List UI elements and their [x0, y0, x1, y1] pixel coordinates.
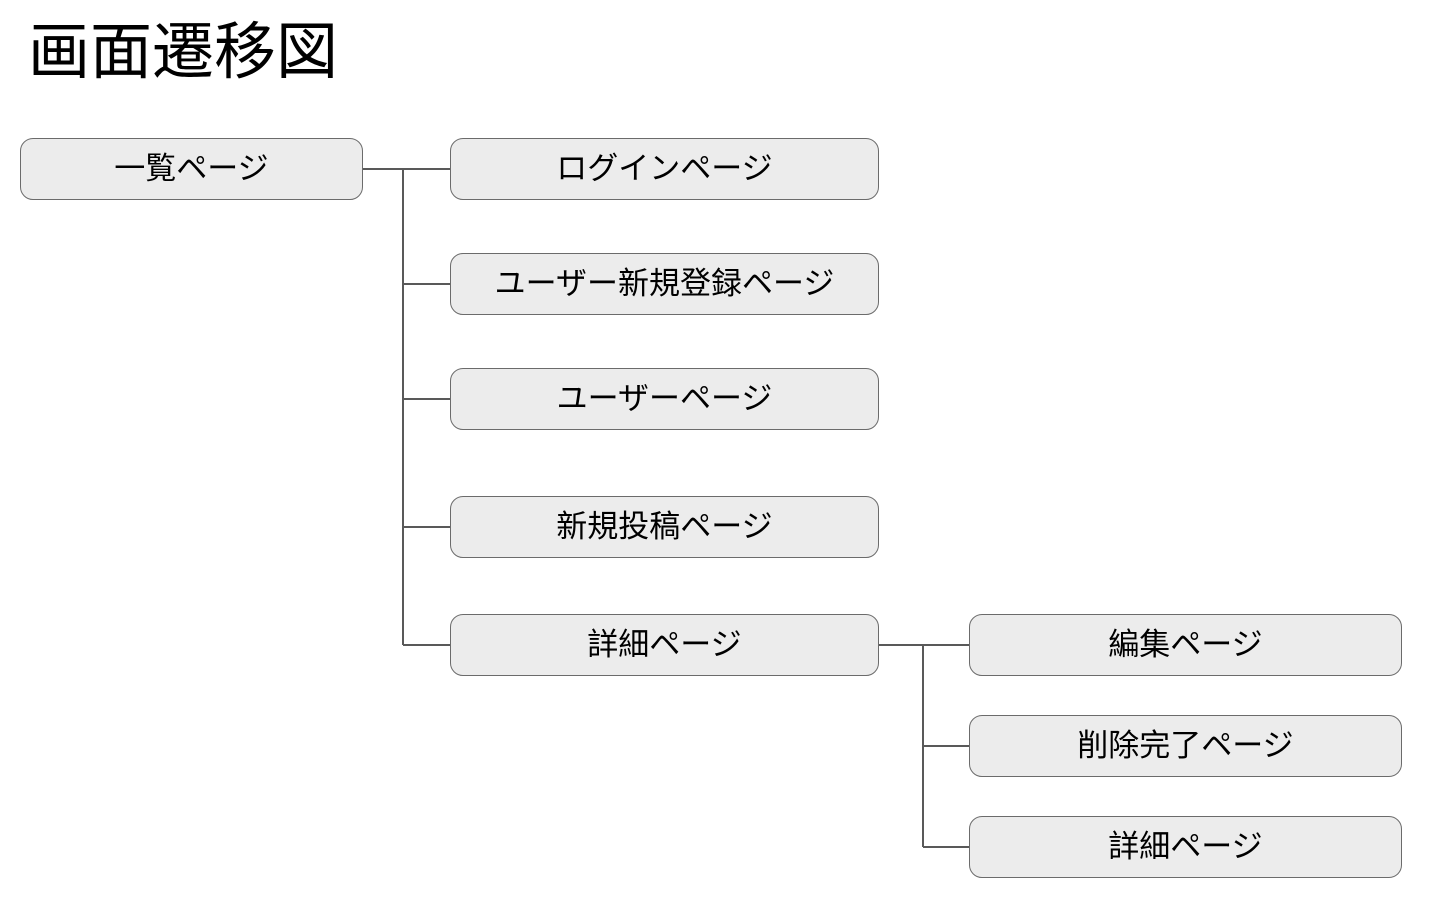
- node-delete-complete-page[interactable]: 削除完了ページ: [969, 715, 1402, 777]
- node-label: 詳細ページ: [1108, 828, 1263, 865]
- node-label: ログインページ: [556, 150, 773, 187]
- node-user-page[interactable]: ユーザーページ: [450, 368, 879, 430]
- node-login-page[interactable]: ログインページ: [450, 138, 879, 200]
- node-label: 新規投稿ページ: [556, 508, 773, 545]
- node-detail-page[interactable]: 詳細ページ: [450, 614, 879, 676]
- node-label: ユーザーページ: [556, 380, 773, 417]
- node-label: ユーザー新規登録ページ: [494, 265, 835, 302]
- node-list-page[interactable]: 一覧ページ: [20, 138, 363, 200]
- node-user-register-page[interactable]: ユーザー新規登録ページ: [450, 253, 879, 315]
- node-label: 一覧ページ: [114, 150, 269, 187]
- node-detail-page-2[interactable]: 詳細ページ: [969, 816, 1402, 878]
- node-new-post-page[interactable]: 新規投稿ページ: [450, 496, 879, 558]
- node-label: 編集ページ: [1108, 626, 1263, 663]
- node-label: 削除完了ページ: [1077, 727, 1294, 764]
- page-title: 画面遷移図: [28, 15, 339, 88]
- node-edit-page[interactable]: 編集ページ: [969, 614, 1402, 676]
- node-label: 詳細ページ: [587, 626, 742, 663]
